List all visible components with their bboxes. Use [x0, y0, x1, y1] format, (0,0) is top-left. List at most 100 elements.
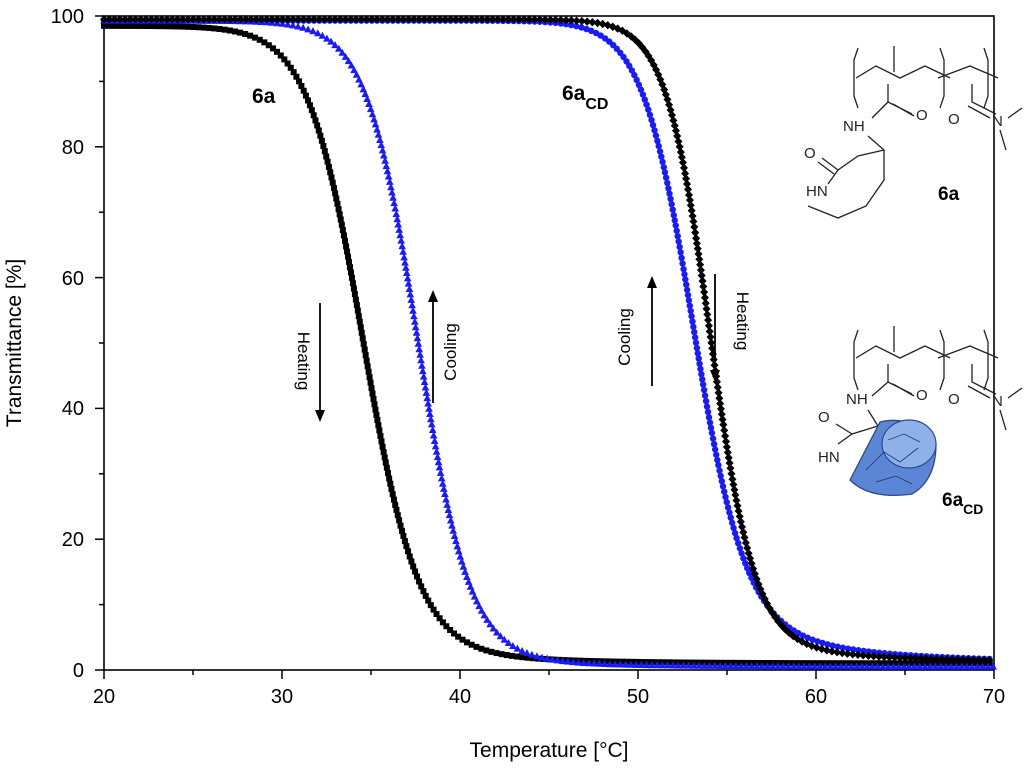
- data-point: [808, 660, 815, 667]
- data-point: [396, 231, 404, 239]
- data-point: [648, 116, 655, 124]
- data-point: [717, 410, 726, 419]
- data-point: [848, 650, 857, 659]
- data-point: [439, 619, 446, 626]
- data-point: [499, 15, 508, 24]
- data-point: [713, 451, 720, 458]
- data-point: [299, 23, 307, 31]
- data-point: [579, 658, 588, 666]
- data-point: [397, 236, 405, 244]
- data-point: [697, 659, 704, 666]
- data-point: [136, 15, 145, 24]
- data-point: [426, 410, 434, 418]
- data-point: [503, 652, 510, 659]
- data-point: [399, 15, 408, 24]
- data-point: [692, 239, 701, 248]
- data-point: [649, 121, 657, 129]
- data-point: [355, 75, 363, 83]
- data-point: [348, 274, 355, 281]
- data-point: [695, 661, 703, 669]
- data-point: [802, 660, 809, 667]
- data-point: [844, 660, 851, 667]
- data-point: [412, 328, 421, 336]
- data-point: [732, 662, 740, 670]
- data-point: [789, 631, 798, 641]
- data-point: [412, 568, 419, 575]
- data-point: [105, 15, 114, 24]
- ring-bond-icon: [827, 169, 839, 185]
- series-0: [101, 22, 993, 667]
- data-point: [493, 15, 502, 24]
- data-point: [631, 71, 638, 79]
- data-point: [304, 25, 312, 33]
- data-point: [457, 557, 466, 565]
- data-point: [724, 453, 733, 462]
- data-point: [524, 654, 531, 661]
- data-point: [380, 151, 388, 159]
- nitrogen-label: N: [992, 393, 1003, 410]
- data-point: [375, 422, 382, 429]
- data-point: [450, 531, 459, 539]
- data-point: [561, 657, 568, 664]
- data-point: [436, 15, 445, 24]
- data-point: [700, 661, 709, 669]
- data-point: [377, 141, 386, 149]
- data-point: [885, 652, 894, 662]
- annotation-cooling-6acd: Cooling: [615, 276, 657, 386]
- data-point: [850, 660, 857, 667]
- data-point: [713, 383, 722, 392]
- data-point: [352, 70, 361, 78]
- data-point: [718, 477, 726, 485]
- data-point: [934, 660, 941, 667]
- heating-label: Heating: [294, 332, 313, 391]
- data-point: [394, 512, 401, 519]
- data-point: [382, 459, 389, 466]
- data-point: [952, 662, 961, 670]
- data-point: [346, 15, 355, 24]
- data-point: [718, 415, 727, 424]
- structure-6a-label: 6a: [938, 184, 960, 205]
- structure-6a: O NH O HN O N 6a: [804, 46, 1023, 219]
- cooling-label: Cooling: [441, 323, 460, 381]
- data-point: [740, 555, 747, 562]
- data-point: [378, 146, 387, 154]
- data-point: [868, 662, 877, 670]
- data-point: [661, 169, 669, 176]
- data-point: [427, 415, 435, 423]
- data-point: [737, 662, 745, 670]
- data-point: [365, 99, 373, 107]
- series-label-6acd-main: 6a: [562, 82, 586, 105]
- data-point: [357, 80, 366, 88]
- data-point: [373, 411, 380, 418]
- data-point: [585, 659, 593, 667]
- data-point: [573, 22, 580, 30]
- data-point: [948, 655, 957, 664]
- data-point: [689, 318, 696, 325]
- data-point: [852, 662, 861, 670]
- data-point: [694, 249, 703, 259]
- data-point: [366, 105, 375, 113]
- data-point: [468, 587, 477, 595]
- data-point: [622, 29, 631, 38]
- data-point: [137, 22, 144, 29]
- data-point: [826, 662, 835, 670]
- amide-bond-icon: [871, 381, 889, 397]
- data-point: [864, 651, 873, 660]
- data-point: [553, 656, 562, 664]
- data-point: [281, 56, 288, 63]
- nh-label: HN: [806, 183, 828, 200]
- data-point: [673, 227, 680, 234]
- data-point: [693, 244, 702, 253]
- data-point: [937, 654, 946, 664]
- data-point: [336, 15, 345, 24]
- data-point: [655, 142, 662, 150]
- data-point: [381, 156, 389, 164]
- data-point: [728, 474, 737, 484]
- amide-bond-icon: [887, 84, 915, 117]
- data-point: [289, 21, 297, 29]
- data-point: [342, 237, 349, 244]
- data-point: [688, 211, 697, 221]
- data-point: [478, 645, 485, 652]
- data-point: [583, 17, 592, 26]
- data-point: [718, 659, 725, 666]
